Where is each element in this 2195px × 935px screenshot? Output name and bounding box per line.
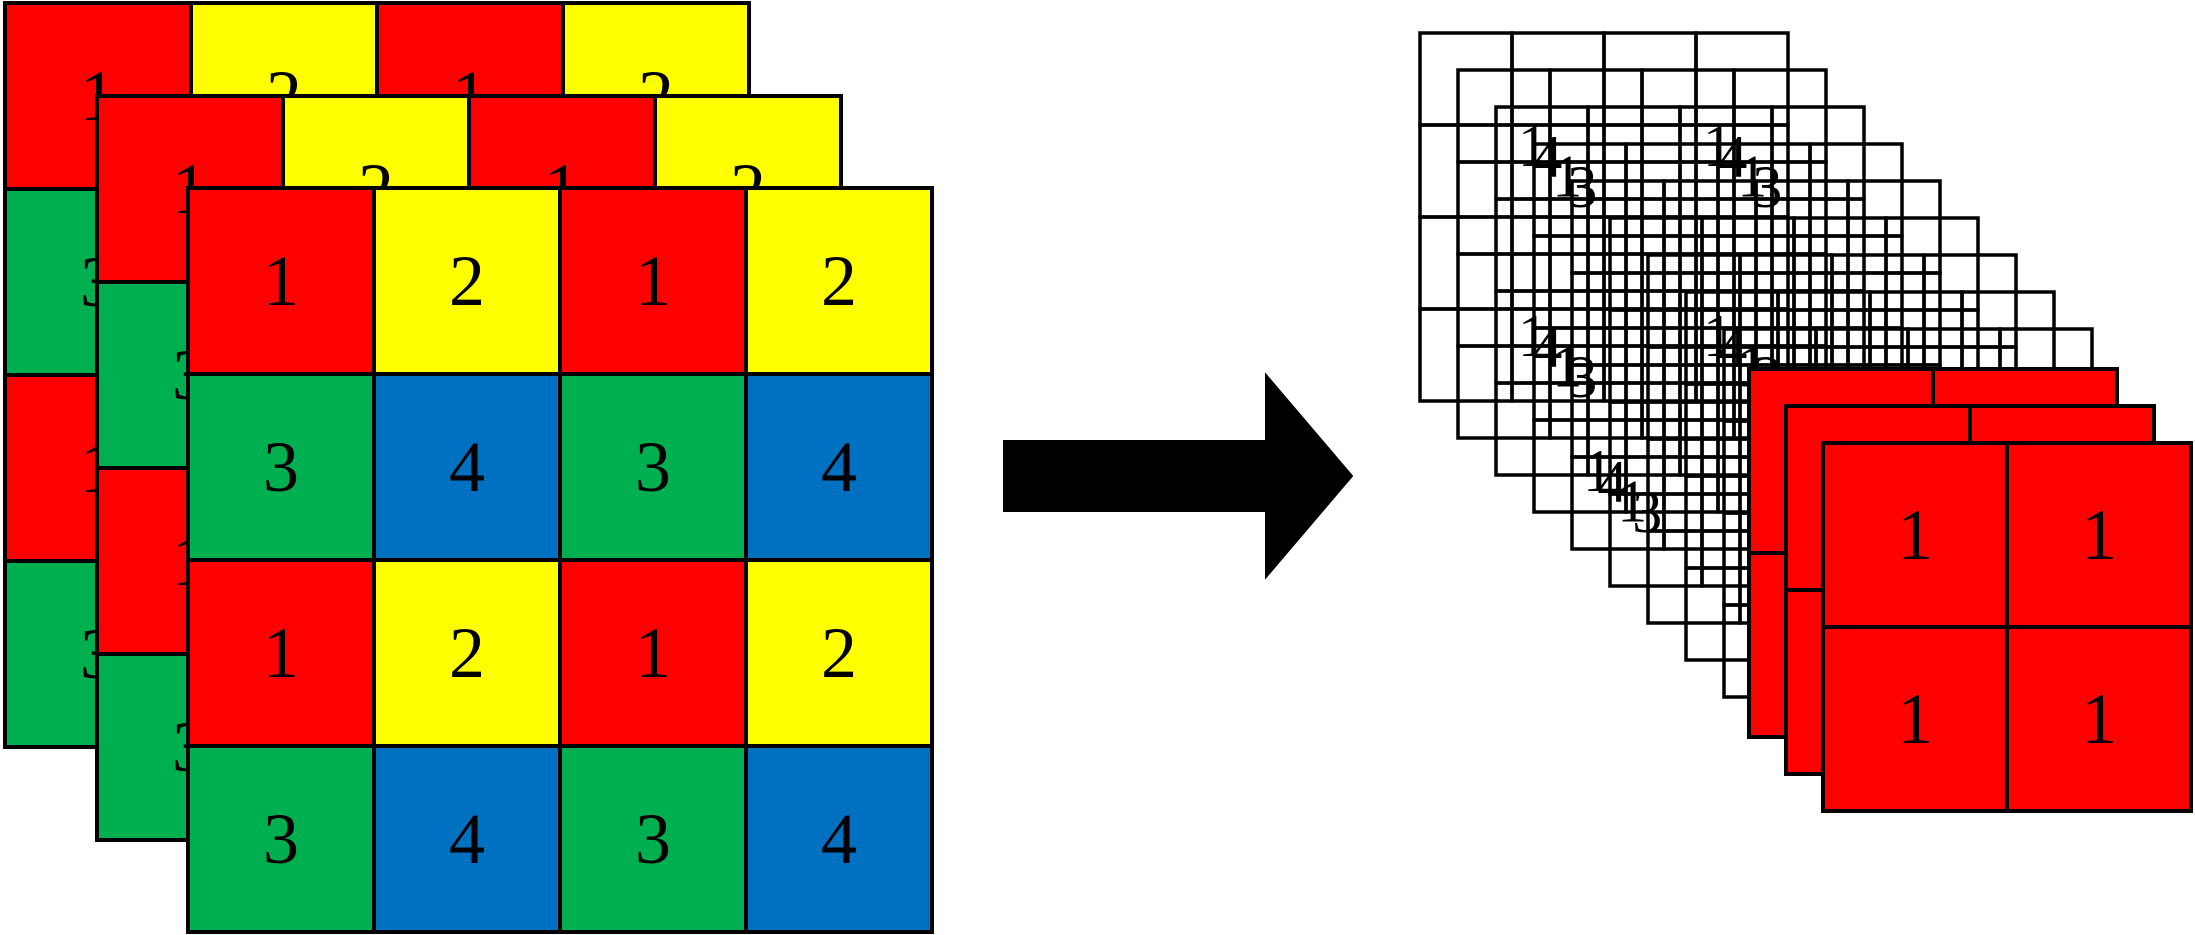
cell-label: 3 [263,799,299,879]
cell-label: 3 [635,427,671,507]
cell-label: 1 [2081,679,2117,759]
cell-label: 4 [449,799,485,879]
outline-label: 4 [1717,313,1747,379]
cell-label: 1 [635,241,671,321]
outline-label: 1 [1703,113,1733,179]
outline-label: 4 [1532,313,1562,379]
grid-cell-yellow [744,186,934,376]
outline-label: 3 [1632,479,1662,545]
outline-label: 1 [1703,303,1733,369]
cell-label: 2 [449,613,485,693]
grid-cell-red [2005,441,2193,629]
grid-cell-green [186,744,376,934]
grid-cell-blue [744,744,934,934]
outline-label: 1 [1518,303,1548,369]
outline-grid-2 [1456,68,1828,440]
outline-label: 1 [1617,469,1647,535]
outline-label: 1 [1518,113,1548,179]
outline-label: 1 [1583,438,1613,504]
grid-cell-blue [372,372,562,562]
outline-label: 1 [1737,144,1767,210]
grid-cell-red [2005,625,2193,813]
cell-label: 1 [263,613,299,693]
cell-label: 1 [1897,495,1933,575]
outline-label: 3 [1567,154,1597,220]
cell-label: 3 [263,427,299,507]
cell-label: 1 [1897,679,1933,759]
outline-label: 4 [1532,123,1562,189]
outline-label: 3 [1752,154,1782,220]
cell-label: 4 [449,427,485,507]
grid-cell-red [186,186,376,376]
grid-cell-red [1821,625,2009,813]
outline-label: 1 [1552,144,1582,210]
grid-cell-red [558,558,748,748]
output-layer-3: 1 1 1 1 [1821,441,2193,813]
cell-label: 1 [2081,495,2117,575]
cell-label: 4 [821,427,857,507]
cell-label: 1 [635,613,671,693]
right-arrow-icon [1003,372,1354,580]
cell-label: 2 [821,613,857,693]
transform-arrow [1003,372,1354,580]
cell-label: 4 [821,799,857,879]
cell-label: 3 [635,799,671,879]
grid-cell-yellow [372,186,562,376]
cell-label: 2 [449,241,485,321]
input-feature-map-stack: 1212343412123434121234341212343412123434… [3,1,934,934]
cell-label: 1 [263,241,299,321]
output-feature-map-stack: 111111111111 [1747,367,2193,813]
cell-label: 2 [821,241,857,321]
outline-label: 1 [1552,334,1582,400]
outline-label: 3 [1567,344,1597,410]
grid-cell-red [186,558,376,748]
grid-cell-yellow [744,558,934,748]
input-layer-3: 1 2 1 2 3 4 3 4 1 2 1 2 3 4 3 4 [186,186,934,934]
grid-cell-green [186,372,376,562]
outline-label: 4 [1597,448,1627,514]
outline-label: 4 [1717,123,1747,189]
